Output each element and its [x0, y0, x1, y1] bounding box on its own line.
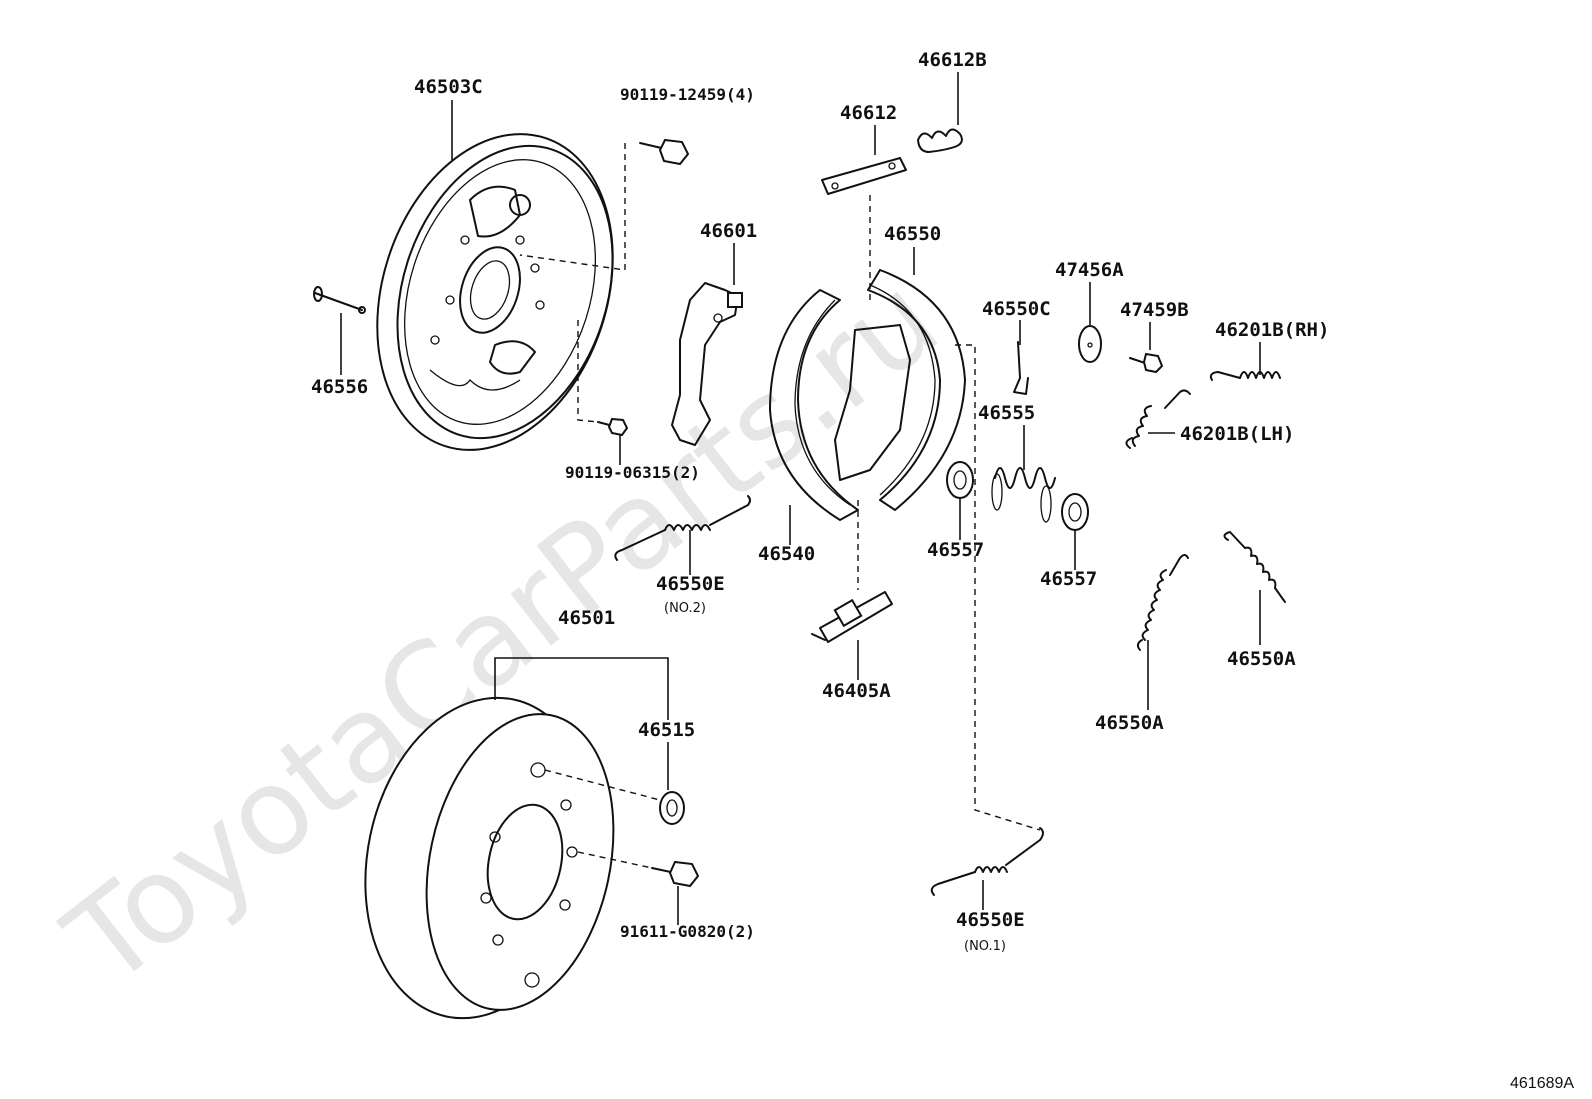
spring-46550E-no1-drawing: [930, 827, 1044, 896]
label-46550C: 46550C: [982, 298, 1051, 320]
spring-46201B-RH-drawing: [1209, 371, 1281, 381]
label-46550A-right: 46550A: [1227, 648, 1296, 670]
label-90119-12459: 90119-12459(4): [620, 85, 755, 104]
clip-46550C-drawing: [1013, 341, 1029, 395]
bolt-90119-12459-drawing: [639, 138, 690, 166]
spring-46555-drawing: [991, 467, 1056, 523]
label-46550E-no2: 46550E: [656, 573, 725, 595]
label-46555: 46555: [978, 402, 1035, 424]
label-90119-06315: 90119-06315(2): [565, 463, 700, 482]
plug-46515-drawing: [659, 791, 685, 825]
label-46540: 46540: [758, 543, 815, 565]
label-47456A: 47456A: [1055, 259, 1124, 281]
label-46612: 46612: [840, 102, 897, 124]
label-47459B: 47459B: [1120, 299, 1189, 321]
brake-drum-drawing: [364, 696, 615, 1020]
label-46557-right: 46557: [1040, 568, 1097, 590]
adjuster-46405A-drawing: [811, 500, 893, 643]
label-46201B-LH: 46201B(LH): [1180, 423, 1294, 445]
backing-plate-drawing: [376, 133, 614, 451]
spring-46550A-left-drawing: [1136, 554, 1189, 651]
label-46201B-RH: 46201B(RH): [1215, 319, 1329, 341]
leader-lines: [340, 72, 1261, 925]
label-46550: 46550: [884, 223, 941, 245]
strut-46612-drawing: [821, 157, 907, 195]
label-46557-left: 46557: [927, 539, 984, 561]
cup-46557-left-drawing: [946, 461, 974, 499]
spring-46550E-no2-drawing: [614, 495, 751, 561]
label-46612B: 46612B: [918, 49, 987, 71]
label-46550E-no1: 46550E: [956, 909, 1025, 931]
shoe-46550-drawing: [834, 269, 966, 511]
label-46515: 46515: [638, 719, 695, 741]
label-91611-G0820: 91611-G0820(2): [620, 922, 755, 941]
label-no2: (NO.2): [664, 601, 706, 616]
washer-47456A-drawing: [1078, 325, 1102, 363]
bolt-47459B-drawing: [1129, 352, 1164, 374]
label-46503C: 46503C: [414, 76, 483, 98]
spring-46550A-right-drawing: [1223, 531, 1286, 603]
label-46556: 46556: [311, 376, 368, 398]
figure-reference: 461689A: [1510, 1075, 1574, 1092]
pin-46556-drawing: [313, 286, 366, 314]
lever-46601-drawing: [671, 282, 743, 446]
label-no1: (NO.1): [964, 939, 1006, 954]
shoe-46540-drawing: [769, 289, 859, 521]
bolt-90119-06315-drawing: [597, 417, 629, 437]
label-46550A-left: 46550A: [1095, 712, 1164, 734]
spring-46612B-drawing: [917, 128, 963, 153]
screw-91611-drawing: [651, 860, 700, 888]
cup-46557-right-drawing: [1061, 493, 1089, 531]
label-46501: 46501: [558, 607, 615, 629]
spring-46201B-LH-drawing: [1125, 389, 1191, 449]
label-46601: 46601: [700, 220, 757, 242]
label-46405A: 46405A: [822, 680, 891, 702]
